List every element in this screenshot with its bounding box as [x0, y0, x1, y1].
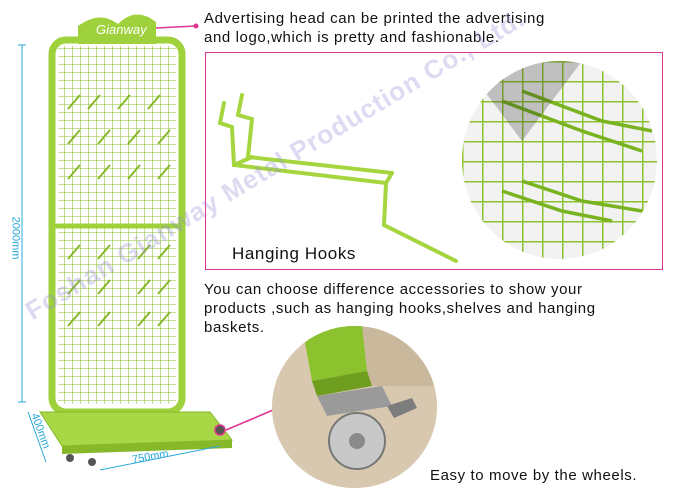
- mesh-closeup-photo: [462, 61, 657, 259]
- display-stand-photo: [39, 14, 234, 466]
- accessories-caption-line2: products ,such as hanging hooks,shelves …: [204, 300, 596, 317]
- hanging-hooks-label: Hanging Hooks: [232, 244, 357, 263]
- logo-text: Gianway: [96, 22, 147, 37]
- accessories-caption: You can choose difference accessories to…: [204, 280, 674, 337]
- advertising-caption-line2: and logo,which is pretty and fashionable…: [204, 29, 500, 46]
- advertising-caption-line1: Advertising head can be printed the adve…: [204, 10, 545, 27]
- hanging-hooks-panel: Hanging Hooks: [205, 52, 663, 270]
- wheel-closeup-photo: [272, 326, 437, 488]
- advertising-caption: Advertising head can be printed the adve…: [204, 9, 674, 47]
- dimension-lines: [18, 44, 221, 471]
- wheels-caption: Easy to move by the wheels.: [430, 467, 638, 484]
- hanging-hook-photo: [217, 93, 458, 263]
- accessories-caption-line1: You can choose difference accessories to…: [204, 281, 583, 298]
- accessories-caption-line3: baskets.: [204, 319, 265, 336]
